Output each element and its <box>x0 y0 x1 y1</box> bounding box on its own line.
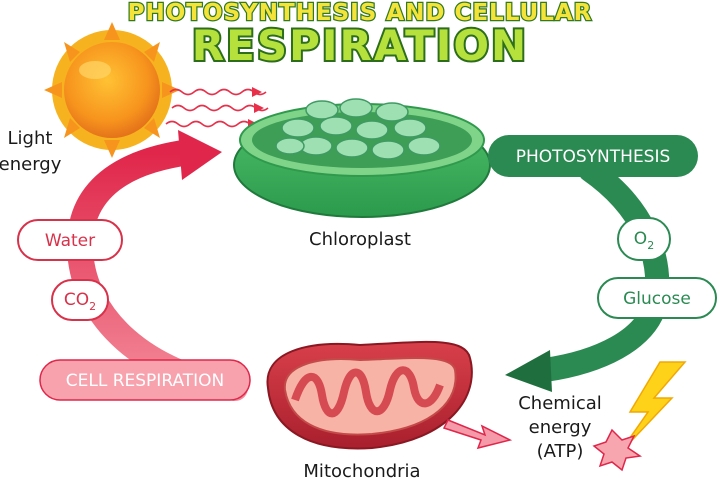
title-line-2: RESPIRATION <box>192 21 528 70</box>
title: PHOTOSYNTHESIS AND CELLULAR RESPIRATION <box>126 0 593 72</box>
sun-icon <box>44 22 180 158</box>
cell-respiration-text: CELL RESPIRATION <box>66 371 225 391</box>
chloroplast-label: Chloroplast <box>309 229 411 250</box>
co2-sub: 2 <box>89 300 96 313</box>
photosynthesis-arrowhead <box>505 350 552 392</box>
o2-label: O2 <box>617 217 671 261</box>
water-label: Water <box>17 219 123 261</box>
chemical-energy-line-3: (ATP) <box>537 441 584 462</box>
light-label-line-1: Light <box>8 128 53 149</box>
photosynthesis-text: PHOTOSYNTHESIS <box>516 147 671 167</box>
cell-respiration-label: CELL RESPIRATION <box>39 359 251 401</box>
chemical-energy-line-1: Chemical <box>518 393 602 414</box>
respiration-arc <box>66 139 248 401</box>
title-line-1: PHOTOSYNTHESIS AND CELLULAR <box>128 0 593 26</box>
light-rays <box>165 87 269 129</box>
water-text: Water <box>45 231 95 251</box>
light-label-line-2: energy <box>0 154 62 175</box>
o2-sub: 2 <box>647 239 654 252</box>
lightning-icon <box>592 361 687 472</box>
mitochondria-icon <box>266 340 473 450</box>
co2-label: CO2 <box>51 279 109 321</box>
photosynthesis-arc <box>533 158 670 382</box>
respiration-arrowhead <box>178 130 222 180</box>
chloroplast-icon <box>233 98 491 218</box>
atp-arrow <box>442 419 513 450</box>
glucose-label: Glucose <box>597 277 717 319</box>
mitochondria-label: Mitochondria <box>303 461 420 482</box>
svg-text:O2: O2 <box>634 229 654 252</box>
photosynthesis-label: PHOTOSYNTHESIS <box>488 135 698 177</box>
svg-text:CO2: CO2 <box>64 290 96 313</box>
co2-base: CO <box>64 290 89 310</box>
glucose-text: Glucose <box>623 289 691 309</box>
chemical-energy-line-2: energy <box>529 417 592 438</box>
o2-base: O <box>634 229 647 249</box>
